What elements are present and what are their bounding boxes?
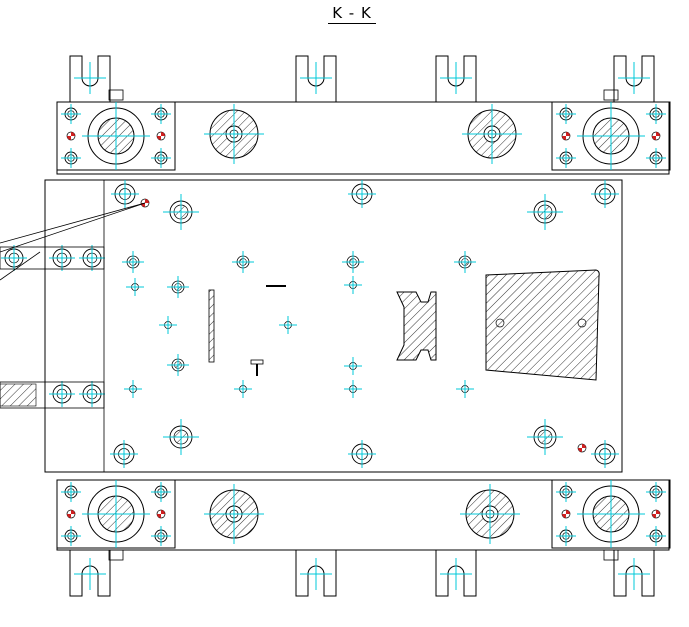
tapped-hole xyxy=(167,354,189,376)
small-hole xyxy=(456,380,474,398)
left-rail xyxy=(0,202,146,409)
key xyxy=(108,89,124,101)
tapped-hole xyxy=(232,251,254,273)
corner-block xyxy=(551,479,671,561)
tapped-hole xyxy=(342,251,364,273)
key xyxy=(108,549,124,561)
small-hole xyxy=(344,380,362,398)
guide-post xyxy=(462,104,522,164)
clamp-tab xyxy=(69,55,111,102)
guide-post xyxy=(204,484,264,544)
slide-block xyxy=(485,269,600,381)
small-screw xyxy=(250,359,264,376)
hatched-hole xyxy=(163,419,199,455)
section-label: K - K xyxy=(332,4,372,22)
inner-die-plate xyxy=(103,179,623,473)
guide-post xyxy=(204,104,264,164)
tapped-hole xyxy=(167,276,189,298)
small-hole xyxy=(159,316,177,334)
hatched-hole xyxy=(527,419,563,455)
small-hole xyxy=(126,278,144,296)
guide-post xyxy=(460,484,520,544)
small-hole xyxy=(344,276,362,294)
key xyxy=(603,89,619,101)
clamp-tab xyxy=(69,550,111,597)
clamp-tab xyxy=(613,550,655,597)
small-hole xyxy=(344,357,362,375)
hatched-hole xyxy=(163,194,199,230)
small-hole xyxy=(279,316,297,334)
tapped-hole xyxy=(454,251,476,273)
small-hole xyxy=(124,380,142,398)
key xyxy=(603,549,619,561)
corner-block xyxy=(56,479,176,561)
tapped-hole xyxy=(122,251,144,273)
bottom-plate xyxy=(56,479,670,551)
clamp-tab xyxy=(613,55,655,102)
threaded-rod xyxy=(208,289,215,363)
clamp-tab xyxy=(295,550,337,597)
clamp-tab xyxy=(435,550,477,597)
clamp-tab xyxy=(435,55,477,102)
hatched-hole xyxy=(527,194,563,230)
channel-profile xyxy=(396,291,437,361)
corner-block xyxy=(56,89,176,171)
section-label-underline xyxy=(328,23,376,24)
small-hole xyxy=(234,380,252,398)
clamp-tab xyxy=(295,55,337,102)
corner-block xyxy=(551,89,671,171)
top-plate xyxy=(56,101,670,175)
